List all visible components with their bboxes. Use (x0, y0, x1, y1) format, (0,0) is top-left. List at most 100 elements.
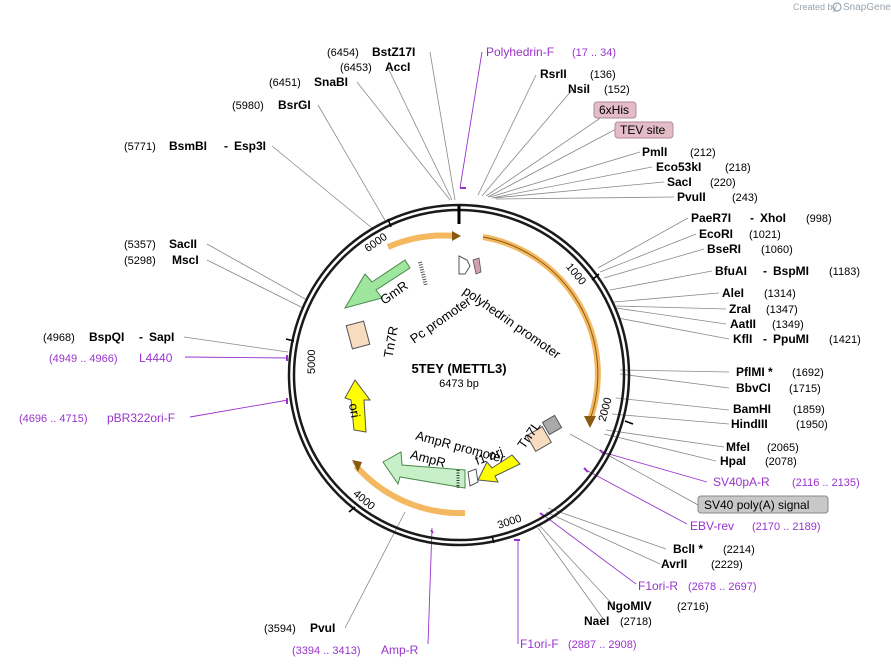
plasmid-name: 5TEY (METTL3) (411, 361, 506, 376)
site-sep-bsmbi: - (224, 139, 228, 153)
site-pos-pvui: (3594) (264, 623, 296, 635)
site-pos-bseri: (1060) (761, 244, 793, 256)
site-name-pmli: PmlI (642, 145, 667, 159)
primer-name-f1ori-f: F1ori-F (520, 637, 559, 651)
site-pos-snabi: (6451) (269, 77, 301, 89)
site-pos-zrai: (1347) (766, 304, 798, 316)
site-pos-ngomiv: (2716) (677, 601, 709, 613)
site-pos-avrii: (2229) (711, 559, 743, 571)
orf-arc-bottom-head (352, 460, 362, 472)
primer-pos-f1ori-r: (2678 .. 2697) (688, 581, 757, 593)
ori-label: ori (346, 402, 363, 419)
site-pos-ecori: (1021) (749, 229, 781, 241)
site-name-eco53ki: Eco53kI (656, 160, 701, 174)
site-pos-bfuai: (1183) (829, 266, 860, 278)
ori-feature (344, 379, 371, 433)
site-name-bstz17i: BstZ17I (372, 45, 415, 59)
site-name-ppumi: PpuMI (773, 332, 809, 346)
site-name-avrii: AvrII (661, 557, 687, 571)
site-sep-paer7i: - (750, 211, 754, 225)
site-name-hindiii: HindIII (731, 417, 768, 431)
site-name-bbvci: BbvCI (736, 381, 771, 395)
site-name-paer7i: PaeR7I (691, 211, 731, 225)
tev-site-label: TEV site (620, 123, 666, 137)
primer-pos-l4440: (4949 .. 4966) (49, 353, 118, 365)
tev-site-box (614, 121, 674, 139)
site-name-saci: SacI (667, 175, 692, 189)
site-name-bcli: BclI * (673, 542, 703, 556)
site-name-esp3i: Esp3I (234, 139, 266, 153)
primer-name-pbr322ori-f: pBR322ori-F (107, 411, 175, 425)
orf-arc-right-head (584, 416, 596, 428)
site-name-naei: NaeI (584, 614, 609, 628)
site-pos-bspqi: (4968) (43, 332, 75, 344)
primer-name-l4440: L4440 (139, 351, 173, 365)
site-name-ngomiv: NgoMIV (607, 599, 652, 613)
site-name-rsrii: RsrII (540, 67, 567, 81)
site-pos-paer7i: (998) (806, 213, 832, 225)
site-name-bfuai: BfuAI (715, 264, 747, 278)
site-pos-acci: (6453) (340, 62, 372, 74)
plasmid-length: 6473 bp (439, 378, 479, 390)
site-name-pvui: PvuI (310, 621, 335, 635)
orf-arc-right-outline (482, 236, 599, 421)
primer-name-polyhedrin-f: Polyhedrin-F (486, 45, 554, 59)
site-pos-hpai: (2078) (765, 456, 797, 468)
site-pos-eco53ki: (218) (725, 162, 751, 174)
site-pos-msci: (5298) (124, 255, 156, 267)
orf-arc-bottom (353, 464, 466, 517)
sv40-polya-feature (541, 414, 563, 436)
tn7l-feature (526, 426, 552, 452)
tn7r-label: Tn7R (381, 325, 401, 359)
tick-label-6000: 6000 (363, 231, 390, 255)
site-pos-sacii: (5357) (124, 239, 156, 251)
site-pos-bsrgi: (5980) (232, 100, 264, 112)
site-name-nsii: NsiI (568, 82, 590, 96)
polyhedrin-promoter-label: polyhedrin promoter (460, 283, 564, 362)
pc-promoter-feature (418, 261, 428, 287)
site-name-alei: AleI (722, 286, 744, 300)
site-name-snabi: SnaBI (314, 75, 348, 89)
site-pos-pflmi: (1692) (792, 367, 824, 379)
orf-arc-top (386, 232, 456, 250)
sv40-label: SV40 poly(A) signal (704, 498, 809, 512)
site-name-kfli: KflI (733, 332, 752, 346)
site-name-bspmi: BspMI (773, 264, 809, 278)
site-name-bsrgi: BsrGI (278, 98, 311, 112)
site-name-hpai: HpaI (720, 454, 746, 468)
tick-label-5000: 5000 (306, 350, 318, 374)
orf-arc-top-head (452, 231, 461, 241)
site-pos-nsii: (152) (604, 84, 630, 96)
site-sep-bfuai: - (763, 264, 767, 278)
primer-pos-ebv-rev: (2170 .. 2189) (752, 521, 821, 533)
primer-pos-pbr322ori-f: (4696 .. 4715) (19, 413, 88, 425)
backbone-outer-circle (287, 203, 631, 547)
his-tag-label: 6xHis (599, 103, 629, 117)
primer-pos-f1ori-f: (2887 .. 2908) (568, 639, 637, 651)
site-name-mfei: MfeI (726, 440, 750, 454)
site-sep-kfli: - (763, 332, 767, 346)
sv40-box (697, 495, 829, 514)
site-name-zrai: ZraI (729, 302, 751, 316)
site-pos-bsmbi: (5771) (124, 141, 156, 153)
pc-promoter-label: Pc promoter (407, 293, 474, 346)
watermark-prefix: Created by (793, 2, 838, 12)
tn7r-feature (345, 320, 371, 350)
site-name-bspqi: BspQI (89, 330, 124, 344)
site-pos-hindiii: (1950) (796, 419, 828, 431)
site-pos-aatii: (1349) (772, 319, 804, 331)
site-pos-kfli: (1421) (829, 334, 861, 346)
site-name-bsmbi: BsmBI (169, 139, 207, 153)
his-tev-feature (472, 257, 482, 275)
site-name-aatii: AatII (730, 317, 756, 331)
ampr-feature (382, 451, 466, 489)
tick-label-2000: 2000 (597, 396, 615, 423)
primer-name-f1ori-r: F1ori-R (638, 579, 678, 593)
site-name-sacii: SacII (169, 237, 197, 251)
site-pos-bstz17i: (6454) (327, 47, 359, 59)
site-name-pflmi: PflMI * (736, 365, 773, 379)
site-pos-alei: (1314) (764, 288, 796, 300)
site-pos-bbvci: (1715) (789, 383, 821, 395)
watermark-brand: SnapGene (843, 2, 891, 13)
